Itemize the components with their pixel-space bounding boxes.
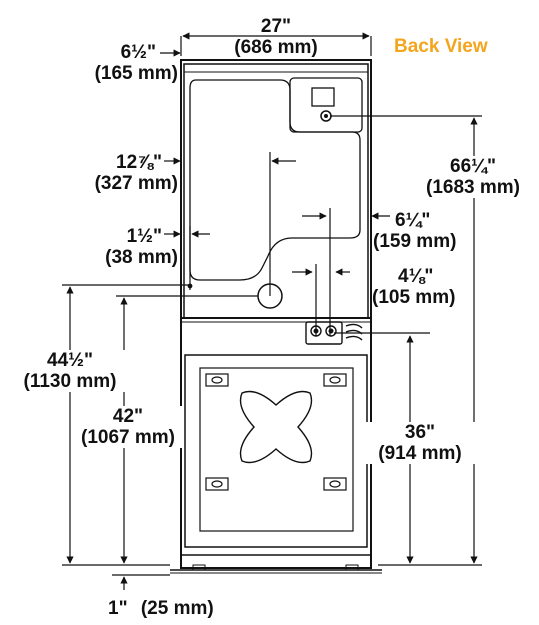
left-offset-label: 6½" (165 mm) <box>60 42 178 84</box>
floor-gap-metric: (25 mm) <box>140 598 214 619</box>
total-height-metric: (1683 mm) <box>426 177 520 198</box>
small-offset-metric: (38 mm) <box>105 247 178 268</box>
total-height-imperial: 66¼" <box>450 156 496 177</box>
inlet-offset-metric: (105 mm) <box>372 287 456 308</box>
width-label: 27" (686 mm) <box>216 16 336 58</box>
duct-offset-imperial: 12⅞" <box>116 152 162 173</box>
inlet-height-imperial: 36" <box>404 422 436 443</box>
duct-height-label: 44½" (1130 mm) <box>14 350 126 392</box>
vent-height-imperial: 42" <box>112 406 144 427</box>
inlet-height-metric: (914 mm) <box>378 443 462 464</box>
duct-height-metric: (1130 mm) <box>23 371 117 392</box>
vent-height-metric: (1067 mm) <box>81 427 175 448</box>
control-box <box>289 77 363 133</box>
right-offset-label: 6¼" (159 mm) <box>373 210 456 252</box>
mounting-slots <box>205 373 347 491</box>
inlet-offset-imperial: 4⅛" <box>398 266 434 287</box>
floor-gap-label: 1" (25 mm) <box>108 598 214 619</box>
appliance-outline <box>170 59 382 574</box>
power-cord-box <box>311 87 335 107</box>
right-offset-imperial: 6¼" <box>395 210 431 231</box>
left-offset-metric: (165 mm) <box>94 63 178 84</box>
dryer-rear-panel <box>189 79 361 281</box>
right-offset-metric: (159 mm) <box>373 231 457 252</box>
small-offset-imperial: 1½" <box>126 226 162 247</box>
diagram-title: Back View <box>394 36 488 57</box>
small-offset-label: 1½" (38 mm) <box>70 226 178 268</box>
dimension-lines <box>62 32 482 590</box>
floor-gap-imperial: 1" <box>108 598 128 619</box>
inlet-offset-label: 4⅛" (105 mm) <box>372 266 455 308</box>
inlet-height-label: 36" (914 mm) <box>364 422 476 464</box>
left-offset-imperial: 6½" <box>120 42 156 63</box>
duct-offset-label: 12⅞" (327 mm) <box>62 152 178 194</box>
total-height-label: 66¼" (1683 mm) <box>410 156 536 198</box>
width-metric: (686 mm) <box>234 37 318 58</box>
washer-rear-cross <box>239 390 313 464</box>
width-imperial: 27" <box>260 16 292 37</box>
duct-height-imperial: 44½" <box>47 350 93 371</box>
duct-offset-metric: (327 mm) <box>94 173 178 194</box>
vent-height-label: 42" (1067 mm) <box>72 406 184 448</box>
